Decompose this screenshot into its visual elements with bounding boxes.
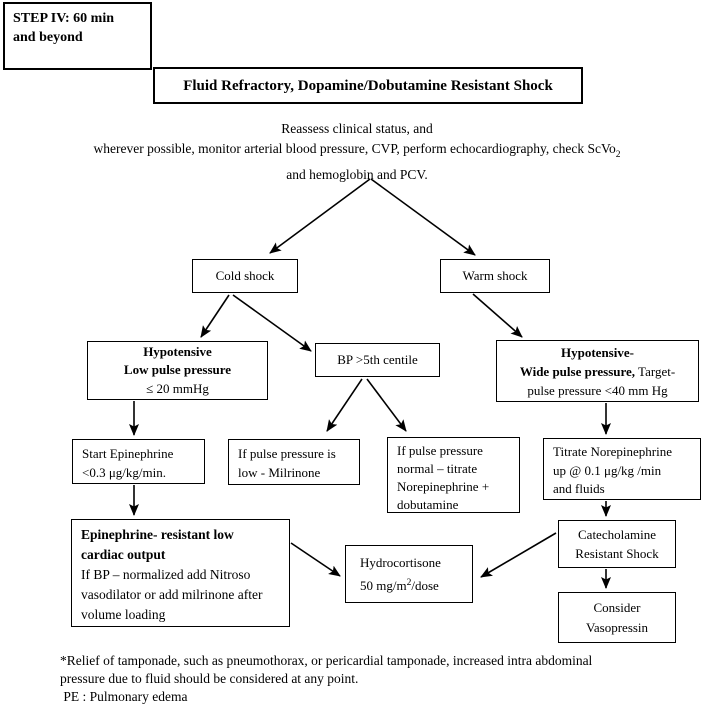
m2-superscript: 2 xyxy=(406,578,412,588)
node-cold-shock: Cold shock xyxy=(192,259,298,293)
arrow-warm-to-hypotensive-wide xyxy=(472,293,523,338)
node-titrate-norepinephrine: Titrate Norepinephrine up @ 0.1 μg/kg /m… xyxy=(543,438,701,500)
arrow-intro-to-warm xyxy=(370,178,476,256)
node-start-epinephrine: Start Epinephrine <0.3 μg/kg/min. xyxy=(72,439,205,484)
footnote-text: *Relief of tamponade, such as pneumothor… xyxy=(60,653,593,704)
arrow-resistant-to-hydrocortisone xyxy=(290,542,341,577)
arrow-bp-to-norepinephrine xyxy=(366,378,407,432)
node-catecholamine-resistant-shock: Catecholamine Resistant Shock xyxy=(558,520,676,568)
step-label-box: STEP IV: 60 min and beyond xyxy=(3,2,152,70)
node-hypotensive-low-pulse-pressure: Hypotensive Low pulse pressure ≤ 20 mmHg xyxy=(87,341,268,400)
reassess-line3: and hemoglobin and PCV. xyxy=(286,167,428,182)
node-warm-shock: Warm shock xyxy=(440,259,550,293)
node-hydrocortisone: Hydrocortisone 50 mg/m2/dose xyxy=(345,545,473,603)
hypotensive-warm-line1: Hypotensive- xyxy=(561,344,634,360)
arrow-catecholamine-to-hydrocortisone xyxy=(480,532,557,578)
hydrocortisone-line2: 50 mg/m2/dose xyxy=(360,578,439,593)
epinephrine-resistant-bold: Epinephrine- resistant low cardiac outpu… xyxy=(81,527,234,562)
arrow-bp-to-milrinone xyxy=(326,378,363,432)
reassess-line2: wherever possible, monitor arterial bloo… xyxy=(93,140,621,160)
node-pulse-pressure-low-milrinone: If pulse pressure is low - Milrinone xyxy=(228,439,360,485)
node-bp-5th-centile: BP >5th centile xyxy=(315,343,440,377)
reassess-line1: Reassess clinical status, and xyxy=(281,121,433,136)
node-pulse-pressure-normal-norepinephrine: If pulse pressure normal – titrate Norep… xyxy=(387,437,520,513)
hypotensive-bold-text: Hypotensive Low pulse pressure xyxy=(123,343,232,378)
hypotensive-warm-line2: Wide pulse pressure, Target- xyxy=(519,363,676,379)
hypotensive-threshold: ≤ 20 mmHg xyxy=(146,380,209,396)
reassess-instructions: Reassess clinical status, and wherever p… xyxy=(8,119,706,185)
node-hypotensive-wide-pulse-pressure: Hypotensive- Wide pulse pressure, Target… xyxy=(496,340,699,402)
arrow-cold-to-hypotensive xyxy=(200,294,230,338)
arrow-intro-to-cold xyxy=(269,178,371,254)
hydrocortisone-line1: Hydrocortisone xyxy=(360,555,441,570)
hypotensive-warm-line3: pulse pressure <40 mm Hg xyxy=(527,382,668,398)
node-consider-vasopressin: Consider Vasopressin xyxy=(558,592,676,643)
node-epinephrine-resistant: Epinephrine- resistant low cardiac outpu… xyxy=(71,519,290,627)
page-title: Fluid Refractory, Dopamine/Dobutamine Re… xyxy=(153,67,583,104)
epinephrine-resistant-body: If BP – normalized add Nitroso vasodilat… xyxy=(81,567,263,622)
scvo2-subscript: 2 xyxy=(615,149,621,160)
